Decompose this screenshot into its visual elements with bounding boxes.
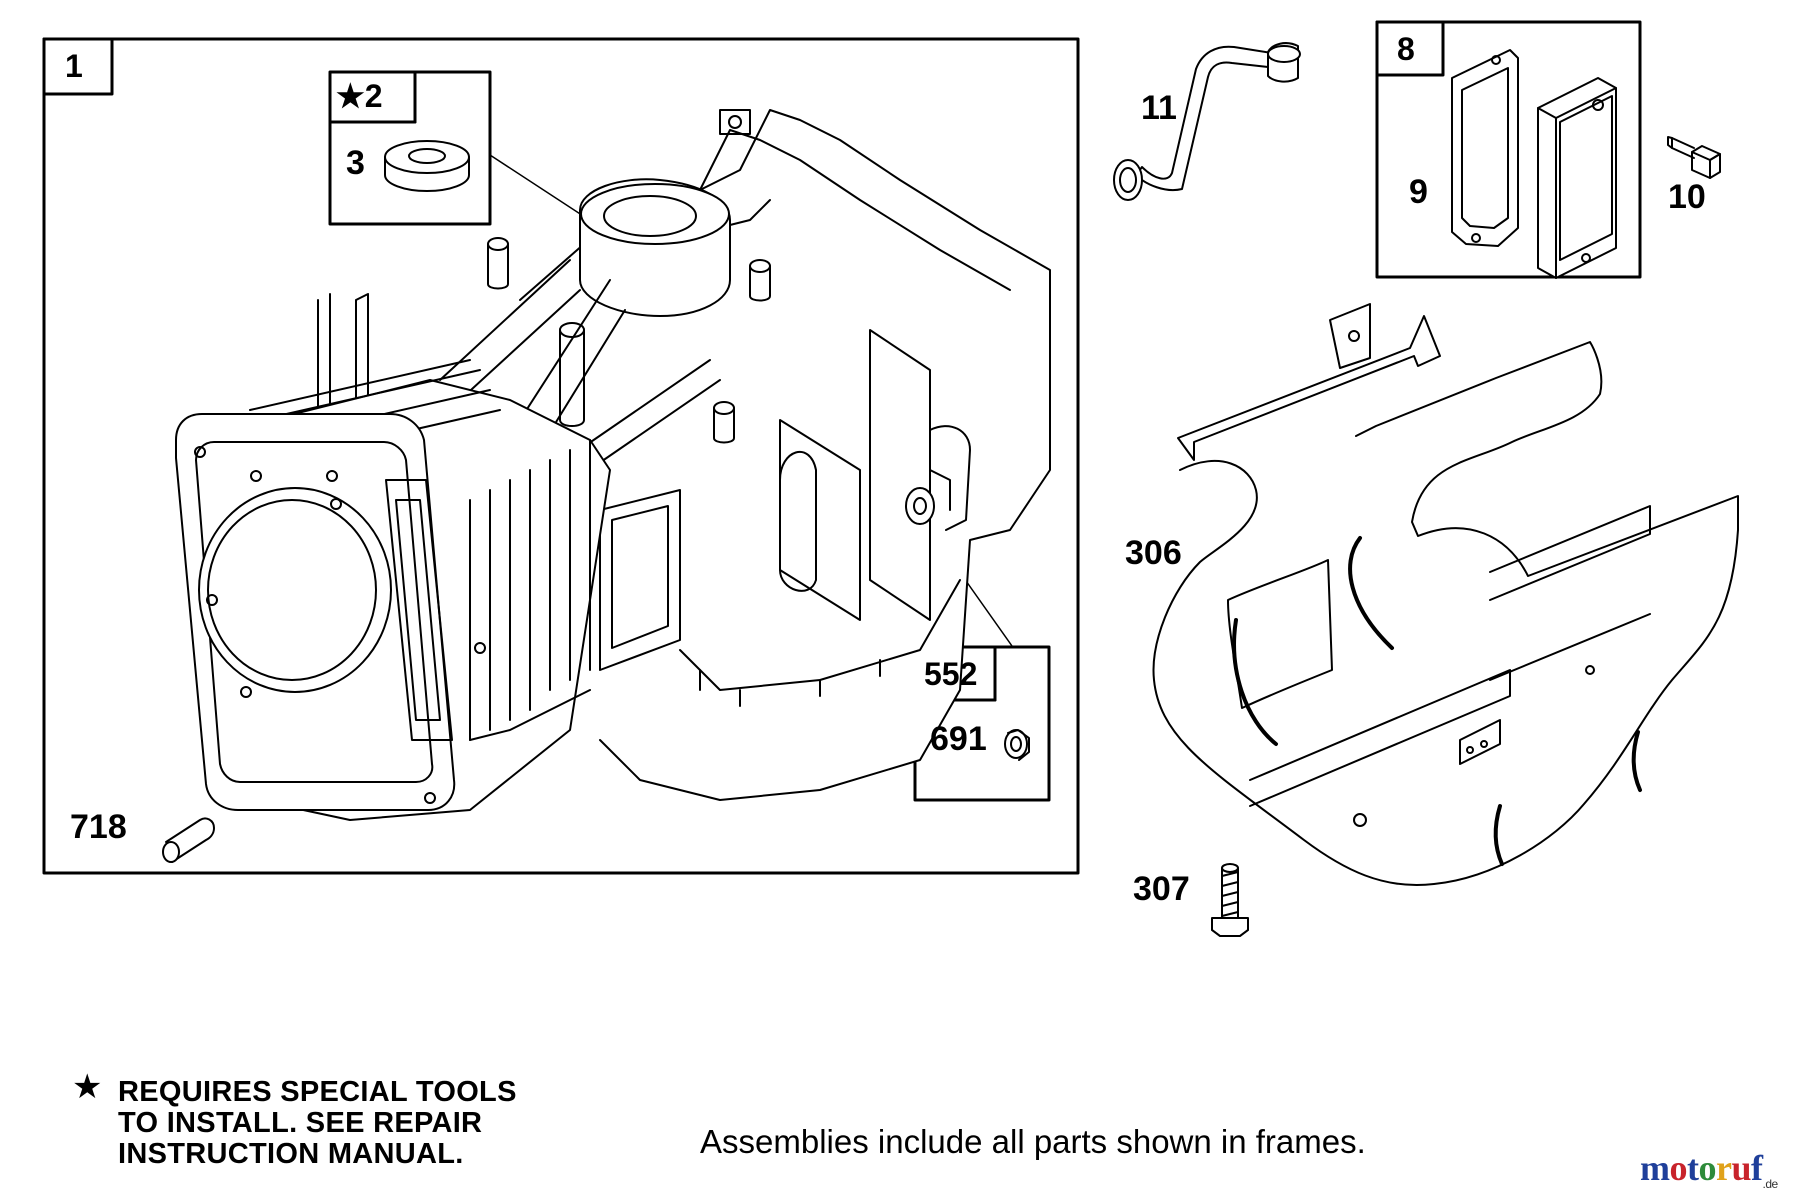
gasket-kit-frame — [1375, 20, 1642, 279]
gasket-part — [1451, 49, 1519, 247]
seal-kit-frame — [328, 70, 492, 226]
logo-letter: t — [1687, 1148, 1699, 1188]
part-label-screw-10: 10 — [1668, 178, 1706, 216]
clamp-kit-frame-label: 552 — [924, 656, 978, 692]
part-label-seal: 3 — [346, 144, 365, 182]
part-label-gasket: 9 — [1409, 173, 1428, 211]
part-label-breather-tube: 11 — [1141, 89, 1177, 127]
dowel-pin-part — [162, 817, 215, 863]
seal-kit-frame-label: ★2 — [336, 80, 382, 112]
seal-kit-number: 2 — [364, 78, 383, 114]
special-tool-star-icon: ★ — [336, 78, 365, 114]
part-label-clamp: 691 — [930, 720, 987, 758]
gasket-kit-frame-label: 8 — [1397, 31, 1415, 67]
main-frame-label: 1 — [65, 48, 83, 84]
special-tool-note: REQUIRES SPECIAL TOOLS TO INSTALL. SEE R… — [118, 1077, 517, 1170]
note-line-2: TO INSTALL. SEE REPAIR — [118, 1107, 483, 1139]
main-frame-tag — [42, 37, 114, 96]
part-label-shield: 306 — [1125, 534, 1182, 572]
note-line-3: INSTRUCTION MANUAL. — [118, 1138, 464, 1170]
main-frame — [42, 37, 1080, 875]
special-tool-note-star-icon: ★ — [72, 1068, 103, 1106]
assemblies-footnote: Assemblies include all parts shown in fr… — [700, 1123, 1366, 1160]
screw-10-part — [1667, 136, 1721, 179]
watermark-logo: motoruf.de — [1640, 1150, 1778, 1190]
screw-307-part — [1211, 863, 1249, 937]
logo-letter: f — [1751, 1148, 1763, 1188]
logo-letter: r — [1716, 1148, 1732, 1188]
part-label-dowel-pin: 718 — [70, 808, 127, 846]
logo-letter: o — [1669, 1148, 1688, 1188]
logo-letter: o — [1698, 1148, 1717, 1188]
cylinder-block — [175, 109, 1051, 821]
shield-part — [1152, 303, 1739, 886]
clamp-part — [1004, 729, 1030, 761]
logo-letter: u — [1731, 1148, 1752, 1188]
note-line-1: REQUIRES SPECIAL TOOLS — [118, 1076, 517, 1108]
breather-cover-part — [1537, 77, 1617, 279]
logo-suffix: .de — [1762, 1177, 1779, 1192]
part-label-screw-307: 307 — [1133, 870, 1190, 908]
seal-part — [384, 140, 470, 192]
logo-letter: m — [1640, 1148, 1670, 1188]
breather-tube-part — [1113, 42, 1301, 201]
